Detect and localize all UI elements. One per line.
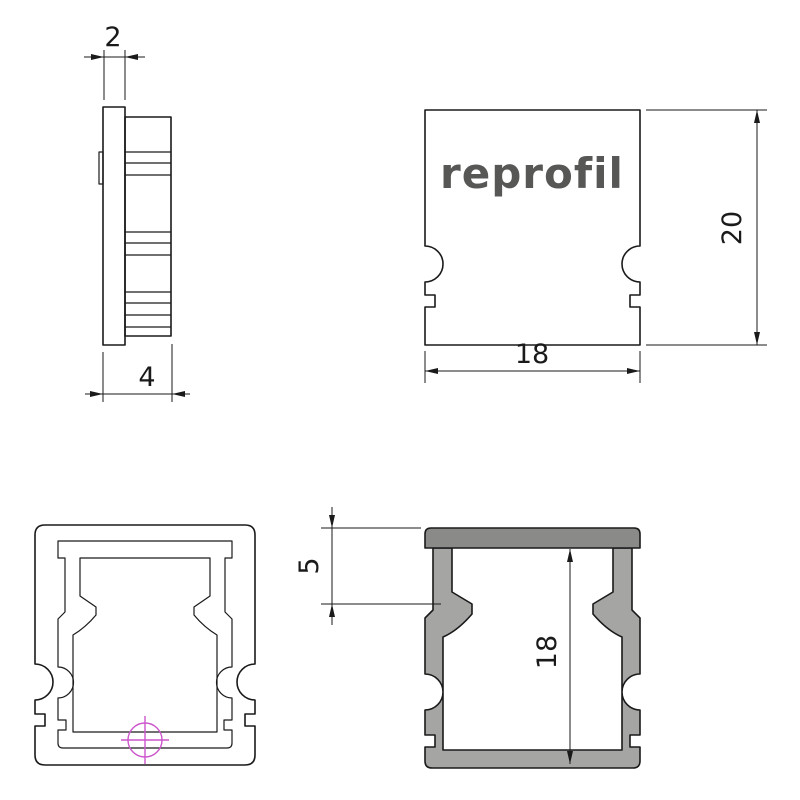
profile-section	[424, 547, 641, 769]
dimension-label: 2	[104, 22, 121, 53]
socket-inner-contour	[72, 557, 218, 733]
center-mark	[121, 716, 169, 764]
dim-section-inner-height: 18	[532, 549, 573, 764]
dimension-label: 20	[717, 211, 748, 245]
endcap-insert	[124, 116, 172, 337]
plate-edge-notch	[98, 151, 104, 185]
section-view: 5 18	[294, 507, 641, 769]
dim-side-total: 4	[85, 344, 190, 402]
endcap-front-outline	[424, 109, 641, 346]
endcap-back-outline	[34, 524, 256, 766]
endcap-plate	[102, 106, 126, 346]
dim-section-lip: 5	[294, 507, 441, 625]
front-view: reprofil 18 20	[424, 109, 767, 383]
back-view	[34, 524, 256, 766]
dim-front-height: 20	[646, 109, 767, 346]
side-view: 2 4	[84, 22, 190, 402]
dim-front-width: 18	[424, 339, 641, 383]
dimension-label: 18	[515, 339, 549, 370]
cover-section	[424, 527, 641, 549]
dim-side-thickness: 2	[84, 22, 145, 100]
dimension-label: 5	[294, 557, 325, 574]
dimension-label: 18	[532, 635, 563, 669]
brand-logo: reprofil	[440, 149, 624, 198]
dimension-label: 4	[138, 362, 155, 393]
